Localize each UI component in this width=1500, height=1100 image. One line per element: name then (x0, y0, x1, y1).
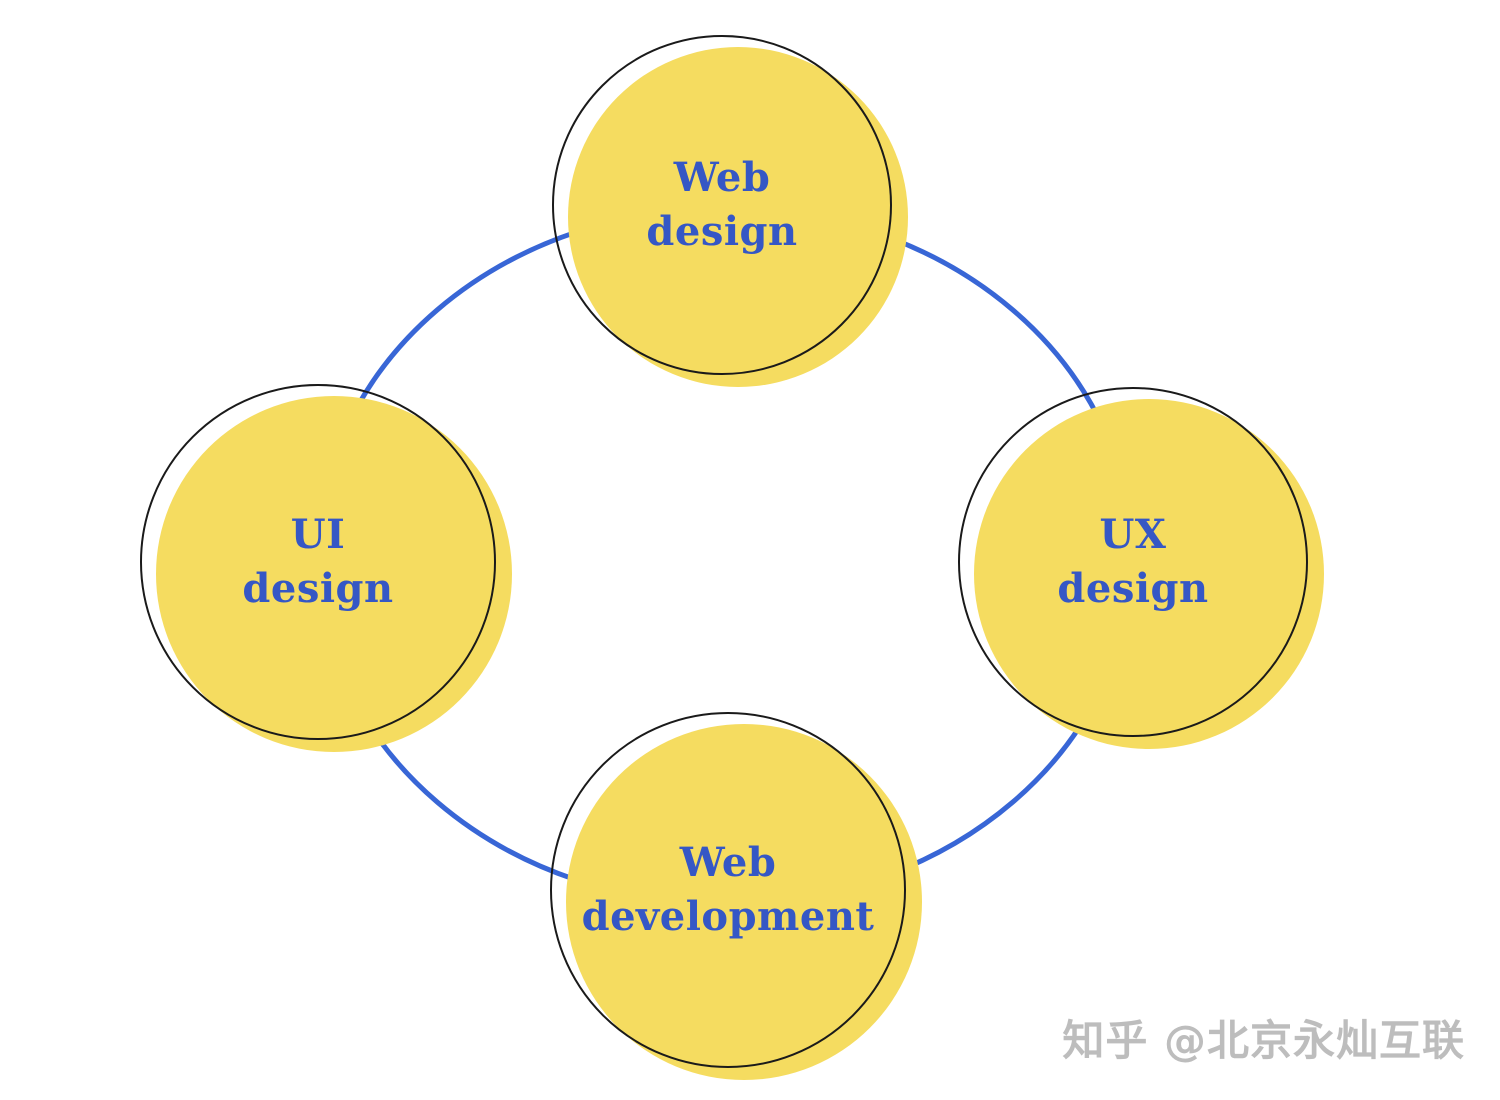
node-web-design-label: Web design (646, 154, 798, 255)
node-web-design: Web design (552, 35, 908, 387)
node-web-development-label: Web development (581, 839, 875, 940)
node-ui-design-outline (140, 384, 496, 740)
node-ux-design: UX design (958, 387, 1324, 749)
watermark-text: 知乎 @北京永灿互联 (1062, 1016, 1465, 1065)
node-ux-design-outline (958, 387, 1308, 737)
node-web-development-outline (550, 712, 906, 1068)
node-ui-design-label: UI design (242, 511, 394, 612)
node-ui-design: UI design (140, 384, 512, 752)
node-web-development: Web development (550, 712, 922, 1080)
node-web-design-outline (552, 35, 892, 375)
node-ux-design-label: UX design (1057, 511, 1209, 612)
